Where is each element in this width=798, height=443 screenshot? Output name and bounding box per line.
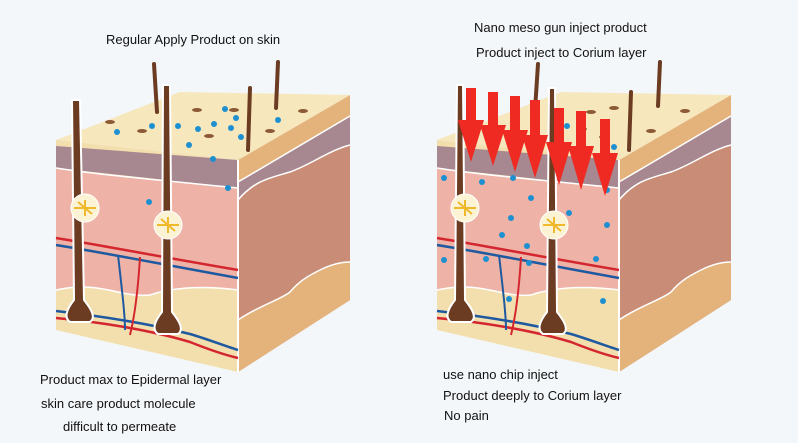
right-caption-line-2: Product deeply to Corium layer bbox=[443, 388, 622, 403]
injection-arrows bbox=[458, 88, 618, 196]
left-caption-line-1: Product max to Epidermal layer bbox=[40, 372, 222, 387]
hair-follicle bbox=[446, 84, 480, 323]
right-caption-line-1: use nano chip inject bbox=[443, 367, 558, 382]
left-panel-title: Regular Apply Product on skin bbox=[106, 32, 281, 47]
nano-injection-panel: Nano meso gun inject product Product inj… bbox=[399, 0, 798, 443]
hair-follicle bbox=[538, 87, 569, 335]
hair-follicle bbox=[153, 84, 183, 335]
skin-cross-section-illustration bbox=[436, 60, 732, 372]
hair-follicle bbox=[65, 99, 100, 323]
skin-cross-section-illustration bbox=[55, 60, 351, 372]
left-caption-line-3: difficult to permeate bbox=[63, 419, 177, 434]
product-molecules bbox=[441, 123, 617, 304]
left-caption-line-2: skin care product molecule bbox=[41, 396, 196, 411]
right-panel-title-1: Nano meso gun inject product bbox=[474, 20, 647, 35]
product-molecules bbox=[114, 106, 281, 205]
regular-application-panel: Regular Apply Product on skin bbox=[40, 32, 351, 434]
right-panel-title-2: Product inject to Corium layer bbox=[476, 45, 647, 60]
right-caption-line-3: No pain bbox=[444, 408, 489, 423]
